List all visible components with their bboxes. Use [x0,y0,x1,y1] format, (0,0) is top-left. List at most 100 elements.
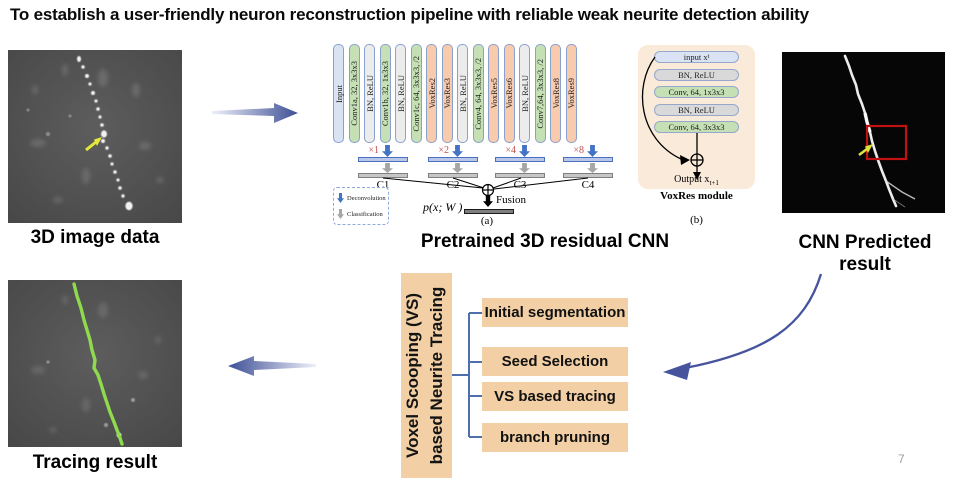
cnn-caption: Pretrained 3D residual CNN [420,231,670,252]
deconvolution-arrow-icon [382,145,393,157]
page-number: 7 [898,452,905,466]
flow-arrow-right-icon [212,103,298,123]
fusion-label: Fusion [496,194,526,206]
deconvolution-arrow-icon [519,145,530,157]
deconv-feature-bar [495,157,545,162]
legend-row: Classification [337,209,385,219]
legend-arrow-icon [337,193,344,203]
tissue-blobs [31,295,161,433]
c-output-label: C2 [446,179,460,191]
cnn-layer-label: BN, ReLU [519,75,530,112]
tracing-caption: Tracing result [32,452,158,473]
cnn-layer-stack: Input Conv1a, 32, 3x3x3 BN, ReLU Conv1b,… [333,44,577,143]
cnn-layer-bar: VoxRes9 [565,44,577,143]
voxres-layer-bar: BN, ReLU [654,68,739,81]
subfigure-a-label: (a) [480,215,494,227]
tissue-blobs [30,64,164,203]
voxres-output-label: Output xt+1 [674,174,719,187]
dotted-neurite-trace [77,56,133,211]
deconv-group: ×8 C4 [563,143,613,193]
cnn-layer-bar: Conv4, 64, 3x3x3, /2 [472,44,484,143]
cnn-layer-label: Conv7,64, 3x3x3, /2 [535,58,545,129]
3d-image-panel [8,50,182,223]
cnn-layer-label: VoxRes6 [504,78,514,109]
yellow-arrow-icon [858,144,873,157]
curved-flow-arrow-icon [663,273,823,380]
cnn-layer-bar: VoxRes2 [426,44,437,143]
cnn-layer-bar: Conv1a, 32, 3x3x3 [348,44,360,143]
cnn-predicted-panel [782,52,945,213]
cnn-layer-label: BN, ReLU [395,75,406,112]
cnn-layer-label: VoxRes5 [488,78,499,109]
vs-step-box: VS based tracing [482,382,628,411]
fusion-output-bar [464,209,514,214]
slide-title: To establish a user-friendly neuron reco… [10,5,809,24]
classification-arrow-icon [587,163,598,173]
cnn-layer-label: Conv1a, 32, 3x3x3 [349,61,359,126]
probability-label: p(x; W ) [423,200,463,214]
flow-arrow-left-icon [228,356,316,376]
vs-step-box: Initial segmentation [482,298,628,327]
c-output-label: C4 [581,179,595,191]
vs-step-box: Seed Selection [482,347,628,376]
tracing-result-image [8,280,182,447]
yellow-arrow-icon [85,137,102,152]
cnn-layer-label: Conv1b, 32, 1x3x3 [380,60,390,127]
cnn-layer-bar: Conv7,64, 3x3x3, /2 [534,44,546,143]
cnn-layer-bar: Conv1c, 64, 3x3x3, /2 [410,44,422,143]
voxres-layer-label: BN, ReLU [678,69,715,80]
3d-image-caption: 3D image data [30,227,160,248]
classification-arrow-icon [382,163,393,173]
cnn-layer-label: BN, ReLU [457,75,468,112]
sum-node-icon [481,183,495,197]
cnn-layer-label: BN, ReLU [364,75,375,112]
cnn-layer-bar: VoxRes6 [503,44,515,143]
image-background [782,52,945,213]
voxres-layer-bar: BN, ReLU [654,103,739,116]
vs-tracing-box-label: Voxel Scooping (VS) based Neurite Tracin… [403,286,446,465]
legend-text: Deconvolution [347,194,386,202]
cnn-legend: Deconvolution Classification [333,187,389,225]
image-background [8,50,182,223]
fusion-arrow-icon [483,195,493,207]
voxres-layer-label: Conv, 64, 1x3x3 [668,87,725,97]
red-roi-box [865,124,908,161]
bright-specks [26,108,72,136]
cnn-layer-label: Conv4, 64, 3x3x3, /2 [473,57,483,130]
c-output-label: C3 [513,179,527,191]
deconv-feature-bar [563,157,613,162]
upsample-scale-label: ×2 [438,145,449,156]
subfigure-b-label: (b) [690,214,703,226]
deconvolution-arrow-icon [452,145,463,157]
cnn-layer-bar: VoxRes5 [488,44,499,143]
upsample-scale-label: ×1 [368,145,379,156]
deconv-feature-bar [428,157,478,162]
classification-arrow-icon [452,163,463,173]
classification-arrow-icon [519,163,530,173]
legend-arrow-icon [337,209,344,219]
legend-text: Classification [347,210,383,218]
cnn-prediction-image [782,52,945,213]
classifier-output-bar [428,173,478,178]
cnn-layer-bar: BN, ReLU [457,44,468,143]
classifier-output-bar [495,173,545,178]
bright-specks [46,360,135,427]
legend-row: Deconvolution [337,193,386,203]
voxres-layer-bar: Conv, 64, 3x3x3 [654,121,739,133]
voxres-layer-label: BN, ReLU [678,104,715,115]
cnn-layer-label: VoxRes9 [566,78,576,109]
3d-microscopy-image [8,50,182,223]
deconv-group: ×1 C1 [358,143,408,193]
deconv-group: ×2 C2 [428,143,478,193]
classifier-output-bar [563,173,613,178]
cnn-layer-label: Input [333,84,344,103]
cnn-layer-label: VoxRes8 [550,78,561,109]
cnn-layer-bar: Input [333,44,344,143]
vs-tracing-box [401,273,452,478]
cnn-layer-bar: BN, ReLU [364,44,375,143]
cnn-layer-bar: Conv1b, 32, 1x3x3 [379,44,391,143]
